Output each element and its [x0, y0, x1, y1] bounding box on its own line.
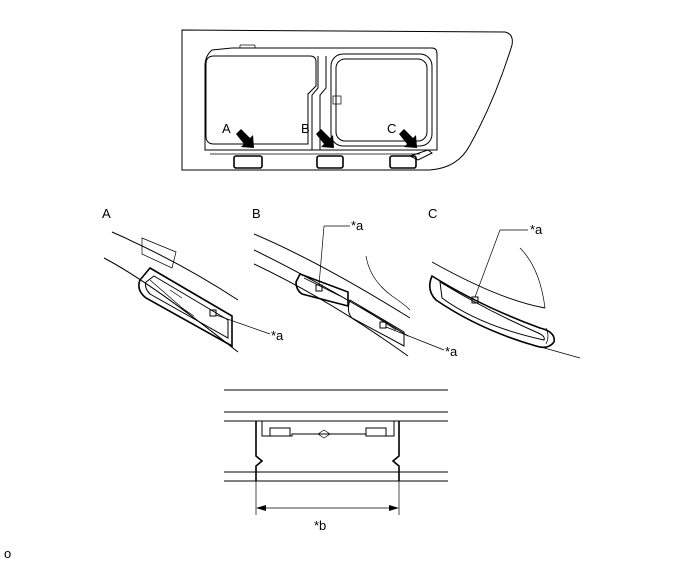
- clip-outline: [255, 421, 400, 481]
- clip-body-a: [138, 266, 233, 348]
- clip-block-c: [389, 155, 417, 169]
- callout-a: A: [222, 121, 231, 136]
- pointer-b1: *a: [351, 218, 364, 233]
- detail-c: C *a: [428, 206, 581, 359]
- clip-block-a: [233, 155, 263, 169]
- arrow-icon: [316, 129, 334, 148]
- footer-mark: o: [4, 546, 11, 561]
- callout-c: C: [387, 121, 396, 136]
- pointer-b2: *a: [445, 344, 458, 359]
- detail-b-title: B: [252, 206, 261, 221]
- clip-block-b: [316, 155, 344, 169]
- pointer-a: *a: [271, 328, 284, 343]
- left-glass-panel: [205, 55, 317, 145]
- dimension-label: *b: [314, 518, 326, 533]
- right-glass-panel: [330, 53, 433, 147]
- detail-b: B *a *a: [252, 206, 458, 359]
- vehicle-overview: A B C: [181, 29, 513, 171]
- dimension-view: *b: [224, 389, 448, 533]
- body-outline: [181, 29, 513, 171]
- detail-c-title: C: [428, 206, 437, 221]
- clip-body-b: [295, 272, 349, 308]
- detail-a: A *a: [102, 206, 284, 353]
- arrow-icon: [236, 129, 254, 148]
- clip-body-c: [428, 274, 556, 349]
- arrow-icon: [399, 129, 417, 148]
- callout-b: B: [301, 121, 310, 136]
- window-frame: [204, 47, 438, 151]
- pointer-c: *a: [530, 222, 543, 237]
- detail-a-title: A: [102, 206, 111, 221]
